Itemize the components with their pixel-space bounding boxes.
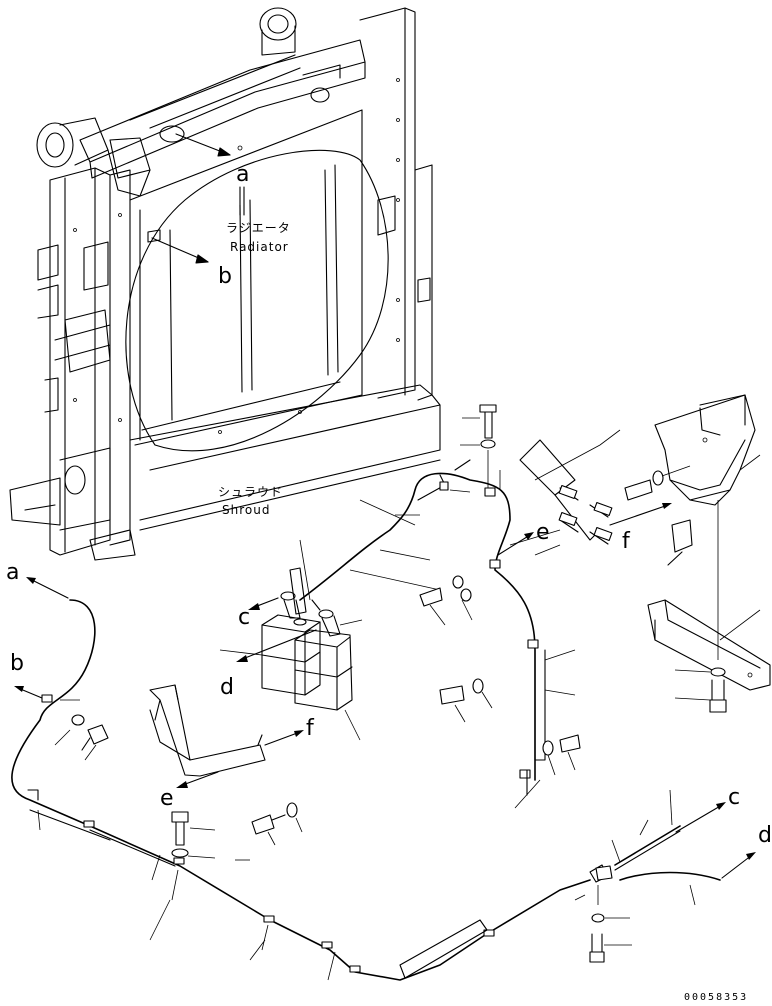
ref-label-d-mid: d — [220, 675, 234, 700]
ref-label-b-top: b — [218, 264, 232, 289]
radiator-leaders — [151, 133, 245, 264]
ref-label-a-left: a — [6, 560, 20, 585]
shroud-label-jp: シュラウド — [218, 485, 284, 499]
harness-section — [11, 394, 771, 981]
radiator-label-en: Radiator — [230, 240, 289, 254]
ref-label-f-bracket: f — [306, 716, 314, 741]
shroud-label-en: Shroud — [222, 503, 271, 517]
ref-label-e-left: e — [160, 786, 174, 811]
ref-label-c-mid: c — [238, 605, 251, 630]
ref-label-c-right: c — [728, 785, 741, 810]
ref-label-b-left: b — [10, 651, 24, 676]
ref-label-f-mid: f — [622, 529, 630, 554]
reference-arrows — [14, 503, 756, 879]
ref-label-d-right: d — [758, 823, 772, 848]
drawing-number: 00058353 — [684, 992, 749, 1003]
radiator-label-jp: ラジエータ — [226, 221, 291, 235]
radiator-assembly — [9, 7, 441, 561]
ref-label-e-mid: e — [536, 520, 550, 545]
ref-label-a-top: a — [236, 162, 250, 187]
